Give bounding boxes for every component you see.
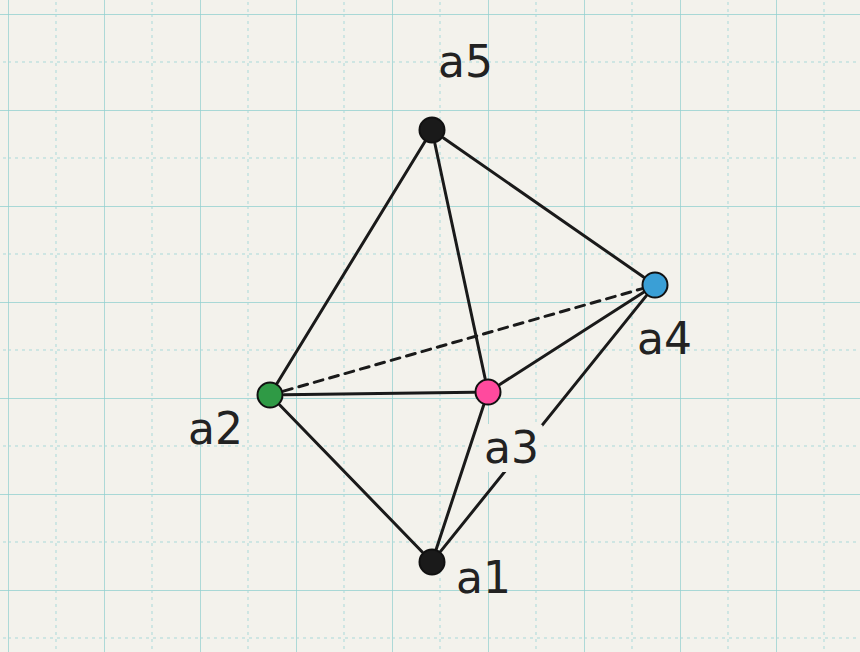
vertex-circle bbox=[418, 548, 446, 576]
vertex-dot: a5 bbox=[418, 116, 446, 144]
vertex-label: a4 bbox=[633, 315, 696, 363]
vertex-circle bbox=[641, 271, 669, 299]
vertex-circle bbox=[474, 378, 502, 406]
vertex-label: a3 bbox=[480, 424, 543, 472]
polyhedron-edge bbox=[435, 144, 485, 379]
polyhedron-edge bbox=[283, 289, 641, 391]
polyhedron-edge bbox=[280, 405, 423, 552]
vertex-circle bbox=[418, 116, 446, 144]
vertex-dot: a4 bbox=[641, 271, 669, 299]
vertex-label: a2 bbox=[184, 405, 247, 453]
vertex-label: a5 bbox=[434, 38, 497, 86]
vertex-dot: a3 bbox=[474, 378, 502, 406]
polyhedron-edge bbox=[500, 293, 643, 385]
polyhedron-edge bbox=[441, 296, 646, 551]
polyhedron-edge bbox=[277, 142, 424, 383]
vertex-circle bbox=[256, 381, 284, 409]
vertex-label: a1 bbox=[452, 554, 515, 602]
polyhedron-edge bbox=[443, 138, 643, 277]
polyhedron-edge bbox=[284, 392, 474, 395]
vertex-dot: a1 bbox=[418, 548, 446, 576]
vertex-dot: a2 bbox=[256, 381, 284, 409]
